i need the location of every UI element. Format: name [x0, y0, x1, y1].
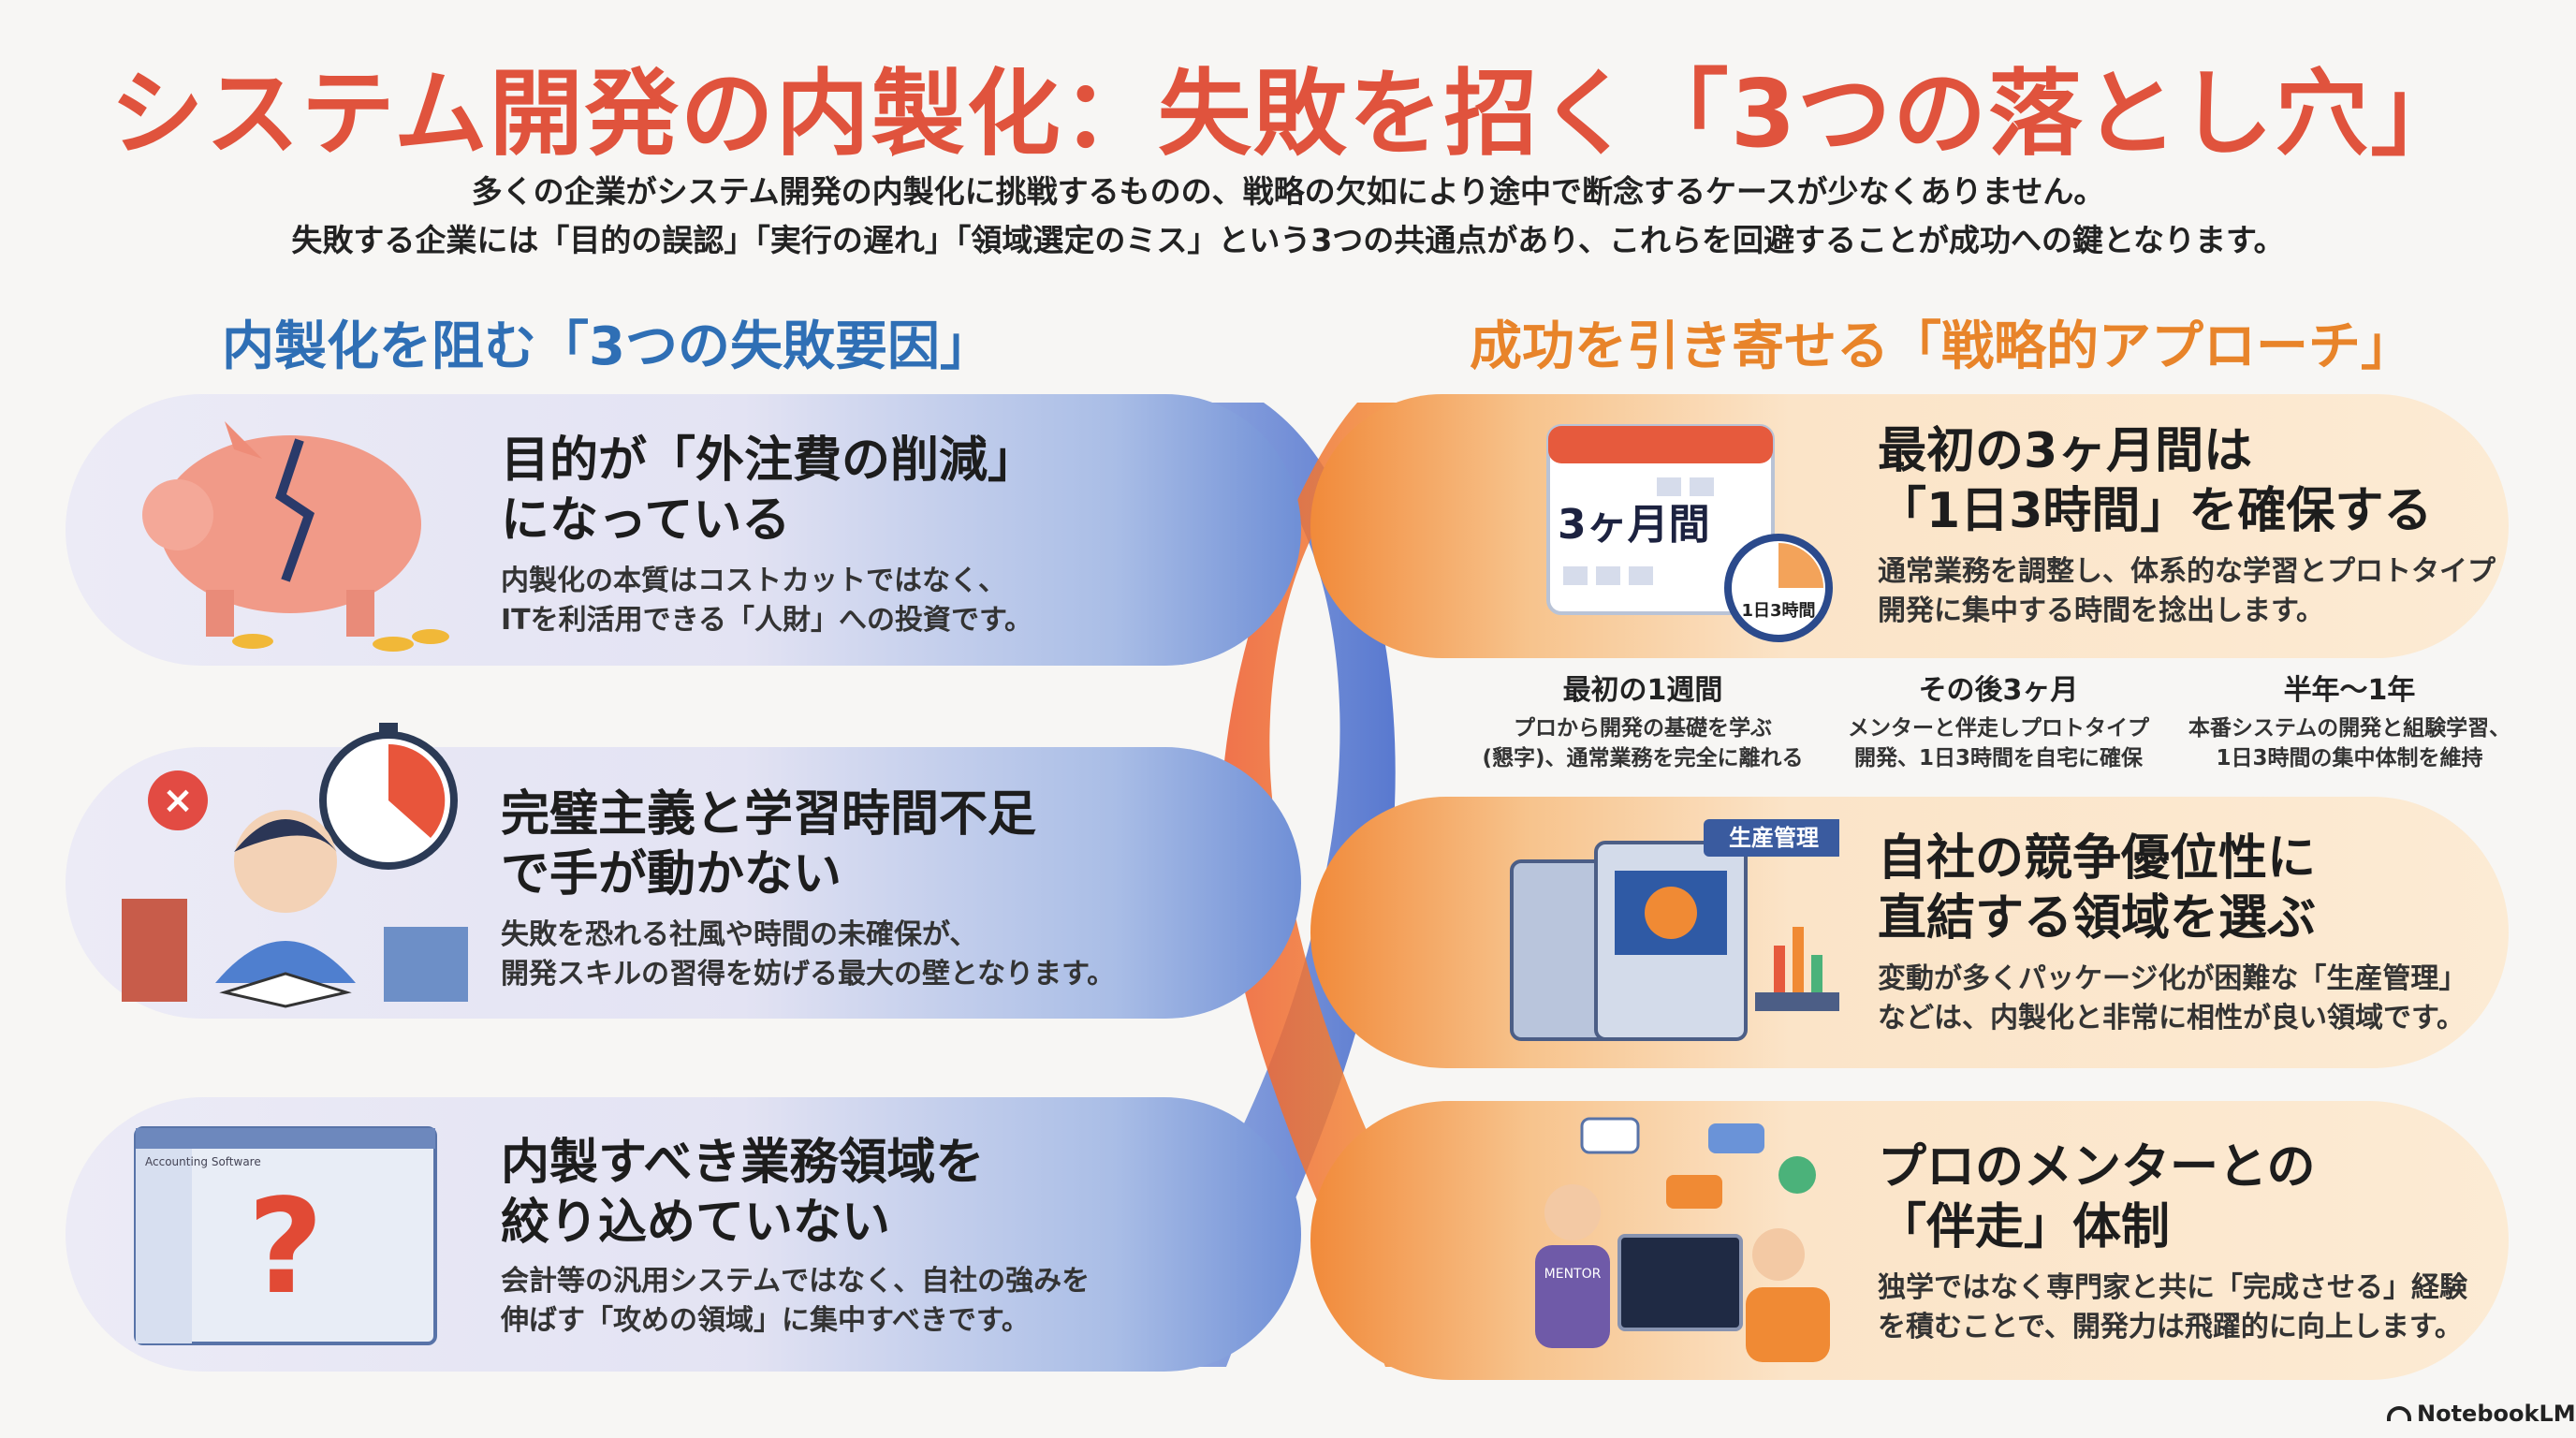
- approach-2-title: 自社の競争優位性に直結する領域を選ぶ: [1878, 830, 2317, 946]
- broken-piggy-bank-icon: [142, 421, 449, 652]
- intro-line-1: 多くの企業がシステム開発の内製化に挑戦するものの、戦略の欠如により途中で断念する…: [471, 173, 2105, 210]
- approach-2-body: 変動が多くパッケージ化が困難な「生産管理」などは、内製化と非常に相性が良い領域で…: [1878, 962, 2467, 1034]
- page-title: システム開発の内製化：失敗を招く「3つの落とし穴」: [110, 59, 2466, 169]
- failure-3-body: 会計等の汎用システムではなく、自社の強みを伸ばす「攻めの領域」に集中すべきです。: [501, 1265, 1090, 1337]
- intro-line-2: 失敗する企業には「目的の誤認」「実行の遅れ」「領域選定のミス」という3つの共通点…: [291, 222, 2285, 258]
- left-heading: 内製化を阻む「3つの失敗要因」: [222, 316, 992, 377]
- failure-2-title: 完璧主義と学習時間不足で手が動かない: [501, 786, 1037, 902]
- approach-card-3: [1310, 1101, 2509, 1380]
- calendar-label: 3ヶ月間: [1558, 501, 1710, 549]
- screen-label: Accounting Software: [145, 1155, 261, 1168]
- clock-label: 1日3時間: [1741, 601, 1815, 621]
- svg-text:?: ?: [247, 1171, 323, 1324]
- approach-1-title: 最初の3ヶ月間は「1日3時間」を確保する: [1878, 423, 2433, 539]
- approach-3-body: 独学ではなく専門家と共に「完成させる」経験を積むことで、開発力は飛躍的に向上しま…: [1878, 1271, 2467, 1343]
- mentor-developer-icon: MENTOR: [1535, 1117, 1830, 1362]
- failure-3-title: 内製すべき業務領域を絞り込めていない: [501, 1135, 985, 1251]
- machine-label: 生産管理: [1729, 825, 1819, 851]
- notebooklm-brand: NotebookLM: [2387, 1401, 2576, 1427]
- failure-1-body: 内製化の本質はコストカットではなく、ITを利活用できる「人財」への投資です。: [501, 565, 1033, 637]
- notebooklm-logo-icon: [2387, 1406, 2411, 1421]
- failure-2-body: 失敗を恐れる社風や時間の未確保が、開発スキルの習得を妨げる最大の壁となります。: [501, 918, 1116, 990]
- svg-text:×: ×: [162, 779, 194, 822]
- software-question-icon: Accounting Software ?: [134, 1126, 437, 1345]
- worried-person-stopwatch-icon: ×: [122, 723, 468, 1008]
- failure-1-title: 目的が「外注費の削減」になっている: [501, 433, 1037, 549]
- mentor-badge: MENTOR: [1544, 1267, 1602, 1282]
- timeline-step-3: 半年〜1年本番システムの開発と組験学習、1日3時間の集中体制を維持: [2188, 674, 2511, 770]
- timeline-step-1: 最初の1週間プロから開発の基礎を学ぶ(懇字)、通常業務を完全に離れる: [1482, 674, 1804, 770]
- approach-3-title: プロのメンターとの「伴走」体制: [1878, 1139, 2316, 1255]
- factory-machine-icon: 生産管理: [1510, 819, 1839, 1041]
- calendar-clock-icon: 1日3時間 3ヶ月間: [1546, 424, 1833, 642]
- timeline-step-2: その後3ヶ月メンターと伴走しプロトタイプ開発、1日3時間を自宅に確保: [1848, 674, 2149, 770]
- approach-card-1: [1310, 394, 2509, 658]
- approach-1-body: 通常業務を調整し、体系的な学習とプロトタイプ開発に集中する時間を捻出します。: [1878, 555, 2496, 627]
- right-heading: 成功を引き寄せる「戦略的アプローチ」: [1470, 316, 2413, 377]
